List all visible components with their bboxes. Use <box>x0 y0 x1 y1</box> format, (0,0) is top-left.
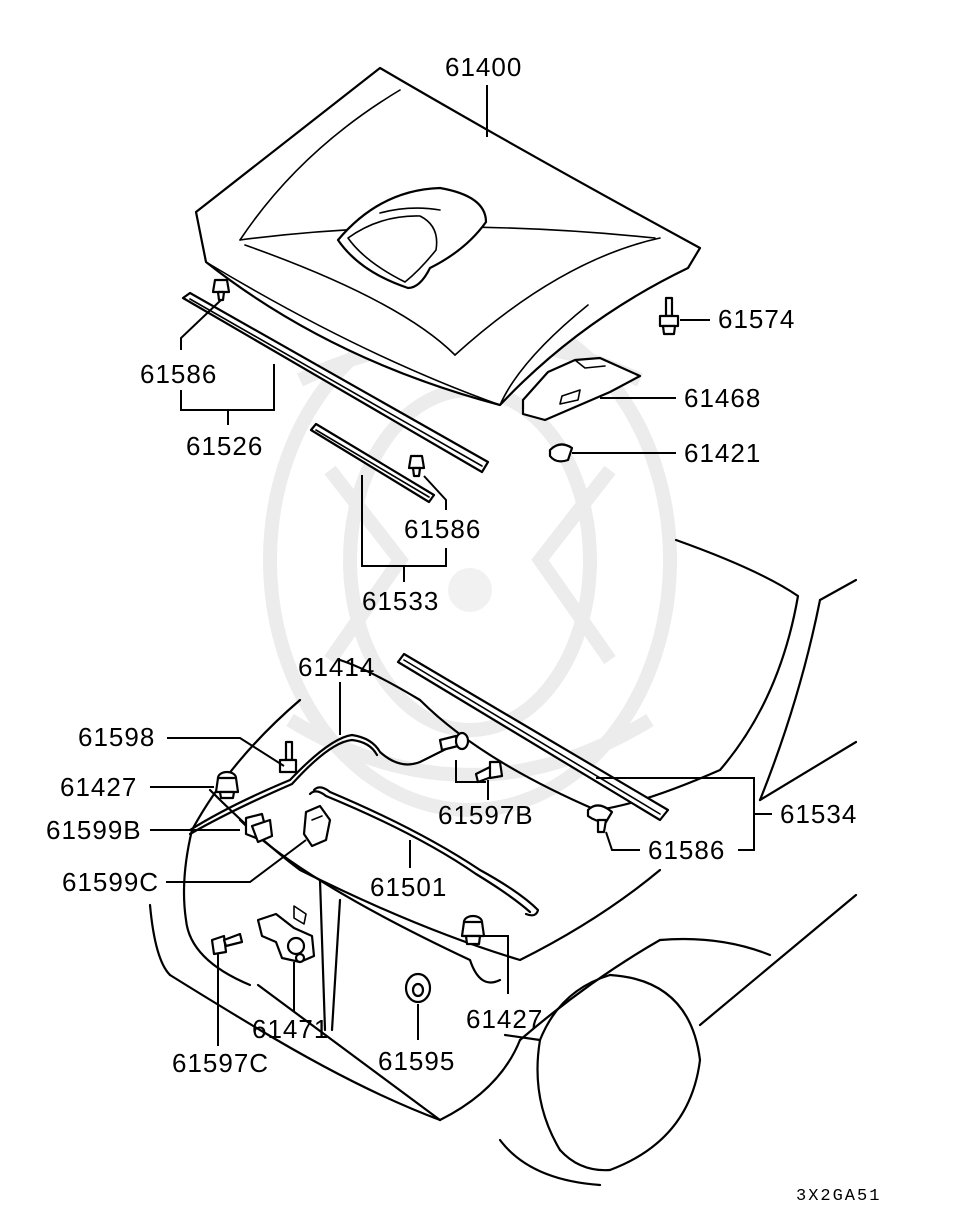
bumper-icon-left <box>214 770 240 800</box>
label-bolt-b: 61597B <box>438 800 534 830</box>
release-wire <box>312 786 540 917</box>
label-hood: 61400 <box>445 52 522 82</box>
label-clip-right: 61586 <box>648 835 725 865</box>
label-clip-top-left: 61586 <box>140 359 217 389</box>
label-cable: 61414 <box>298 652 375 682</box>
label-bumper-right: 61427 <box>466 1004 543 1034</box>
label-release-wire: 61501 <box>370 872 447 902</box>
cable-end-knob <box>438 731 470 752</box>
label-seal-center: 61533 <box>362 586 439 616</box>
label-holder-b: 61599B <box>46 815 142 845</box>
label-clip-center: 61586 <box>404 514 481 544</box>
hood-insulator-plate <box>521 356 642 422</box>
grommet-icon <box>404 972 432 1004</box>
clip-icon-right <box>586 804 614 834</box>
bolt-icon-top-right <box>658 296 680 336</box>
hood-latch-icon <box>256 905 316 964</box>
label-seal-rear: 61534 <box>780 799 857 829</box>
vehicle-body-outline <box>148 538 858 1187</box>
label-bumper-left: 61427 <box>60 772 137 802</box>
label-support-clip: 61598 <box>78 722 155 752</box>
clip-icon-center <box>407 454 426 478</box>
hood-scoop <box>336 186 488 290</box>
bolt-icon-c <box>210 932 244 956</box>
hood-front-seal <box>181 291 490 474</box>
label-clip-top-right: 61421 <box>684 438 761 468</box>
clip-icon-top-left <box>211 278 231 302</box>
label-latch: 61471 <box>252 1014 329 1044</box>
label-seal-front: 61526 <box>186 431 263 461</box>
holder-c-icon <box>302 804 332 848</box>
label-holder-c: 61599C <box>62 867 159 897</box>
clip-icon-top-right <box>548 443 574 463</box>
bumper-icon-right <box>460 914 486 946</box>
label-grommet: 61595 <box>378 1046 455 1076</box>
release-cable <box>188 733 454 832</box>
label-bolt-c: 61597C <box>172 1048 269 1078</box>
hood-center-seal <box>309 422 436 504</box>
label-bolt-top-right: 61574 <box>718 304 795 334</box>
holder-b-icon <box>244 812 274 844</box>
support-clip-icon <box>278 740 298 774</box>
diagram-code: 3X2GA51 <box>796 1187 881 1206</box>
bolt-icon-b <box>474 760 504 784</box>
label-plate-top-right: 61468 <box>684 383 761 413</box>
